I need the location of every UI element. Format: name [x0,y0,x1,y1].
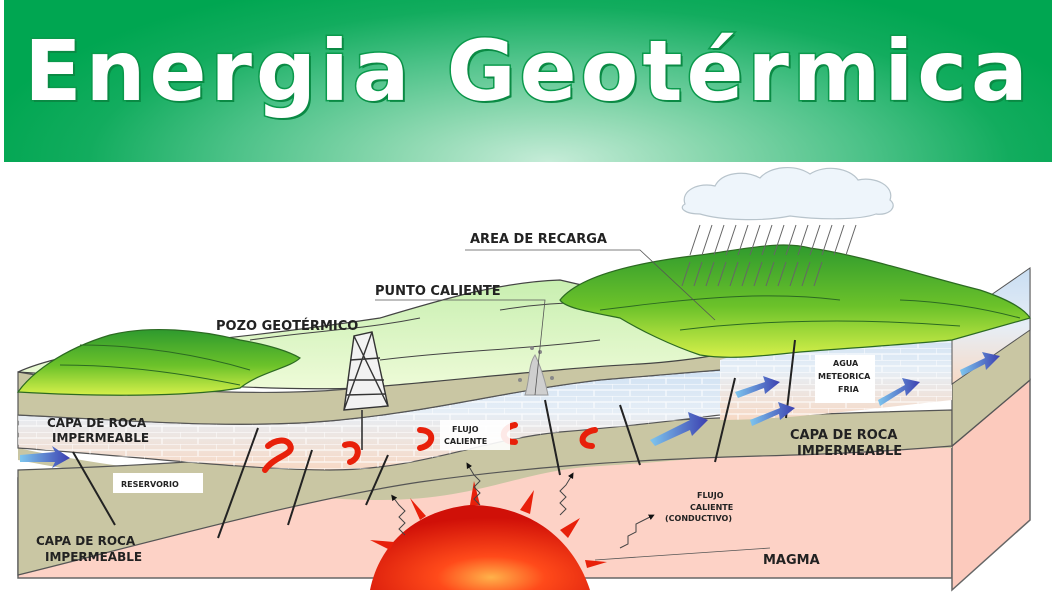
label-reservoir: RESERVORIO [121,480,179,489]
rain-cloud [681,167,894,287]
geothermal-well-tower [343,331,389,450]
label-impermeable-bottom-2: IMPERMEABLE [45,550,142,564]
label-geothermal-well: POZO GEOTÉRMICO [216,318,358,334]
rain-lines [681,224,857,287]
label-recharge-area: AREA DE RECARGA [470,232,607,247]
cold-flow-arrows [20,352,1000,468]
hot-flow-arrows [262,422,598,473]
label-conductive-flow-3: (CONDUCTIVO) [665,514,732,523]
hot-spot-steam [518,346,554,396]
label-cold-water-3: FRIA [838,385,860,394]
leader-lines [375,249,771,561]
label-magma: MAGMA [763,553,820,568]
label-impermeable-bottom-1: CAPA DE ROCA [36,534,136,548]
right-hill [559,244,1031,358]
label-impermeable-top-left-2: IMPERMEABLE [52,431,149,445]
magma-body [370,481,607,590]
label-cold-water-2: METEORICA [818,372,871,381]
label-impermeable-right-1: CAPA DE ROCA [790,428,897,443]
fault-lines [72,339,796,539]
label-hot-flow-1: FLUJO [452,425,479,434]
label-hot-flow-2: CALIENTE [444,437,487,446]
label-conductive-flow-2: CALIENTE [690,503,733,512]
label-hot-spot: PUNTO CALIENTE [375,284,501,299]
page-title: Energia Geotérmica [23,21,1032,122]
label-conductive-flow-1: FLUJO [697,491,724,500]
title-banner: Energia Geotérmica [4,0,1052,162]
label-impermeable-top-left-1: CAPA DE ROCA [47,416,147,430]
label-cold-water-1: AGUA [833,359,859,368]
left-hill [16,328,301,396]
label-impermeable-right-2: IMPERMEABLE [797,444,902,459]
conductive-heat-arrows [391,462,655,549]
geothermal-diagram: AREA DE RECARGA PUNTO CALIENTE POZO GEOT… [16,167,1031,592]
